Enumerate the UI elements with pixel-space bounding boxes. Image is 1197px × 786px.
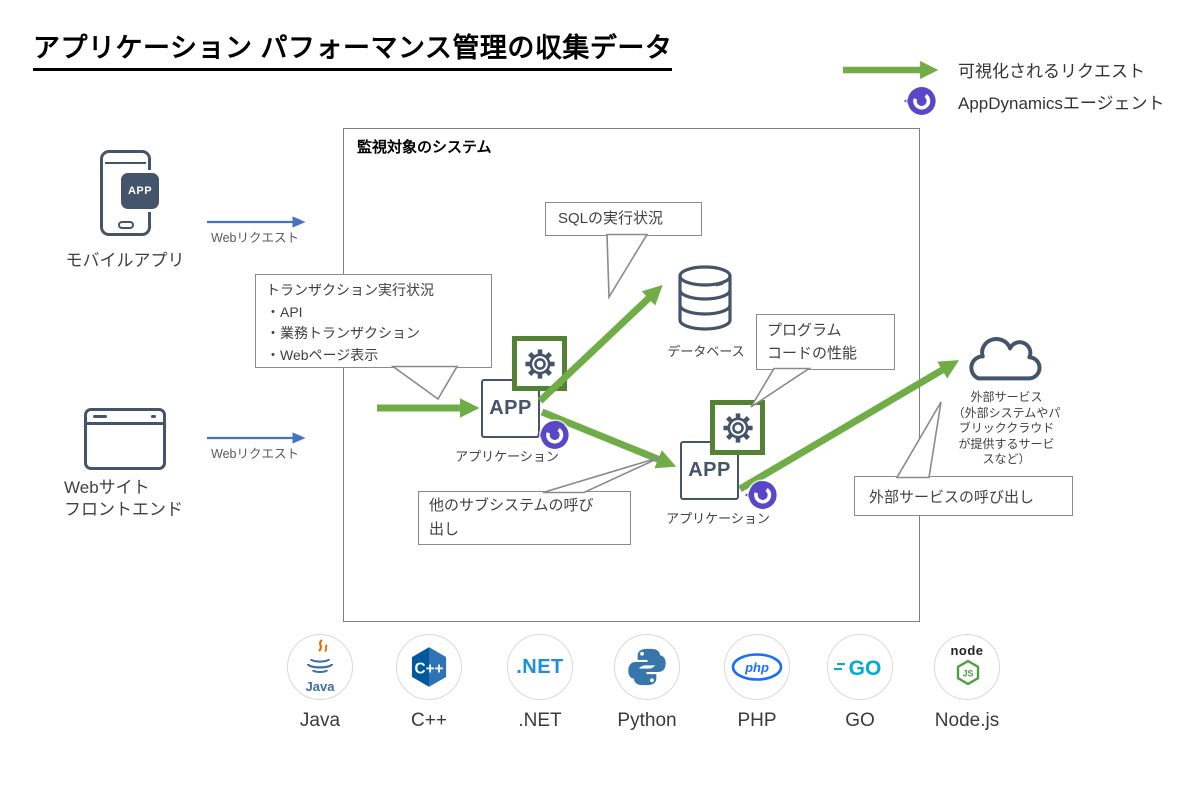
- callout-program-code: プログラム コードの性能: [756, 314, 895, 370]
- platform-python: Python: [597, 634, 697, 732]
- node-logo-text: node: [950, 643, 984, 658]
- callout-sql-status: SQLの実行状況: [545, 202, 702, 236]
- browser-bar-dash: [93, 415, 107, 418]
- node-badge-text: JS: [962, 669, 973, 679]
- app1-caption: アプリケーション: [455, 449, 559, 464]
- platform-label: PHP: [737, 710, 777, 731]
- page-title: アプリケーション パフォーマンス管理の収集データ: [33, 26, 673, 71]
- java-logo-text: Java: [305, 679, 335, 694]
- callout-transaction-status: トランザクション実行状況 ・API ・業務トランザクション ・Webページ表示: [255, 274, 492, 368]
- platform-label: Python: [617, 710, 677, 731]
- platform-cpp: C++ C++: [379, 634, 479, 732]
- callout-external-service-call: 外部サービスの呼び出し: [854, 476, 1073, 516]
- platform-php: php PHP: [707, 634, 807, 732]
- appdynamics-agent-icon: [742, 477, 778, 513]
- web-frontend-label: Webサイト フロントエンド: [64, 478, 183, 519]
- platform-java: Java Java: [270, 634, 370, 732]
- phone-screen-line: [105, 162, 146, 164]
- gear-icon: [710, 400, 765, 455]
- browser-bar-dash: [151, 415, 156, 418]
- php-logo-icon: php: [724, 634, 790, 700]
- cpp-logo-icon: C++: [396, 634, 462, 700]
- phone-app-badge: APP: [121, 173, 159, 209]
- browser-window-icon: [84, 408, 166, 470]
- web-request-label-mobile: Webリクエスト: [211, 231, 299, 245]
- python-logo-icon: [614, 634, 680, 700]
- web-request-label-web: Webリクエスト: [211, 447, 299, 461]
- java-logo-icon: Java: [287, 634, 353, 700]
- callout-subsystem-call: 他のサブシステムの呼び 出し: [418, 491, 631, 545]
- app-node-1: APP: [481, 379, 540, 438]
- php-logo-text: php: [744, 660, 769, 675]
- legend-agent-label: AppDynamicsエージェント: [958, 94, 1165, 113]
- platform-label: C++: [411, 710, 447, 731]
- dotnet-logo-icon: .NET: [507, 634, 573, 700]
- browser-title-bar: [87, 411, 163, 425]
- platform-label: GO: [845, 710, 875, 731]
- mobile-app-label: モバイルアプリ: [65, 251, 185, 270]
- platform-node: node JS Node.js: [917, 634, 1017, 732]
- dotnet-logo-text: .NET: [516, 655, 564, 678]
- legend-request-label: 可視化されるリクエスト: [958, 62, 1145, 81]
- node-logo-icon: node JS: [934, 634, 1000, 700]
- go-logo-text: GO: [849, 657, 882, 680]
- platform-label: Node.js: [934, 710, 1000, 731]
- go-logo-icon: GO: [827, 634, 893, 700]
- gear-icon: [512, 336, 567, 391]
- cpp-logo-text: C++: [414, 661, 443, 678]
- platform-dotnet: .NET .NET: [490, 634, 590, 732]
- system-box-title: 監視対象のシステム: [357, 139, 492, 156]
- platform-label: Java: [299, 710, 341, 731]
- appdynamics-agent-icon: [901, 83, 937, 119]
- database-caption: データベース: [667, 344, 745, 359]
- external-service-caption: 外部サービス （外部システムやパ ブリッククラウド が提供するサービ スなど）: [952, 390, 1061, 466]
- cloud-icon: [959, 328, 1047, 395]
- platform-label: .NET: [518, 710, 562, 731]
- phone-home-button: [117, 221, 134, 229]
- app2-caption: アプリケーション: [666, 511, 770, 526]
- database-icon: [673, 264, 737, 339]
- appdynamics-agent-icon: [534, 417, 570, 453]
- platform-go: GO GO: [810, 634, 910, 732]
